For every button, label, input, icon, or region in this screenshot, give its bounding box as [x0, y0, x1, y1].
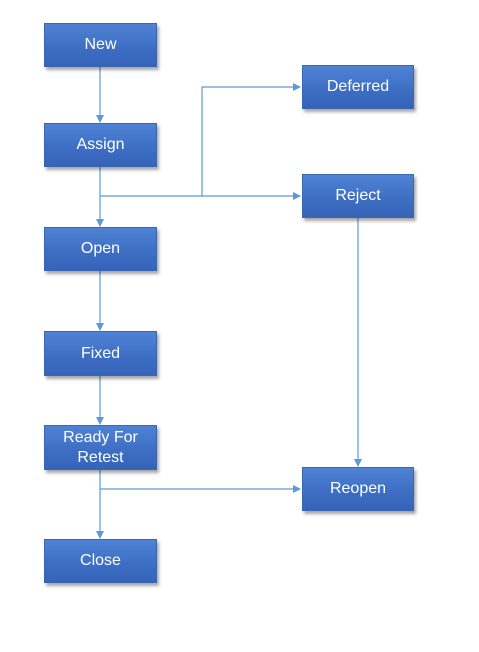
node-open: Open — [44, 227, 157, 271]
node-close: Close — [44, 539, 157, 583]
node-open-label: Open — [80, 240, 121, 257]
node-deferred: Deferred — [302, 65, 414, 109]
node-fixed: Fixed — [44, 331, 157, 376]
node-deferred-label: Deferred — [326, 78, 390, 95]
node-new-label: New — [84, 36, 117, 53]
node-assign-label: Assign — [76, 136, 125, 153]
node-ready-for-retest: Ready For Retest — [44, 425, 157, 470]
node-fixed-label: Fixed — [80, 344, 121, 362]
arrow-assign-to-deferred — [201, 83, 301, 196]
node-assign: Assign — [44, 123, 157, 167]
node-close-label: Close — [80, 552, 121, 569]
node-reject-label: Reject — [335, 187, 381, 204]
node-reopen: Reopen — [302, 467, 414, 511]
node-ready-for-retest-label: Ready For Retest — [63, 428, 138, 466]
node-new: New — [44, 23, 157, 67]
node-reopen-label: Reopen — [329, 480, 387, 497]
node-reject: Reject — [302, 174, 414, 218]
